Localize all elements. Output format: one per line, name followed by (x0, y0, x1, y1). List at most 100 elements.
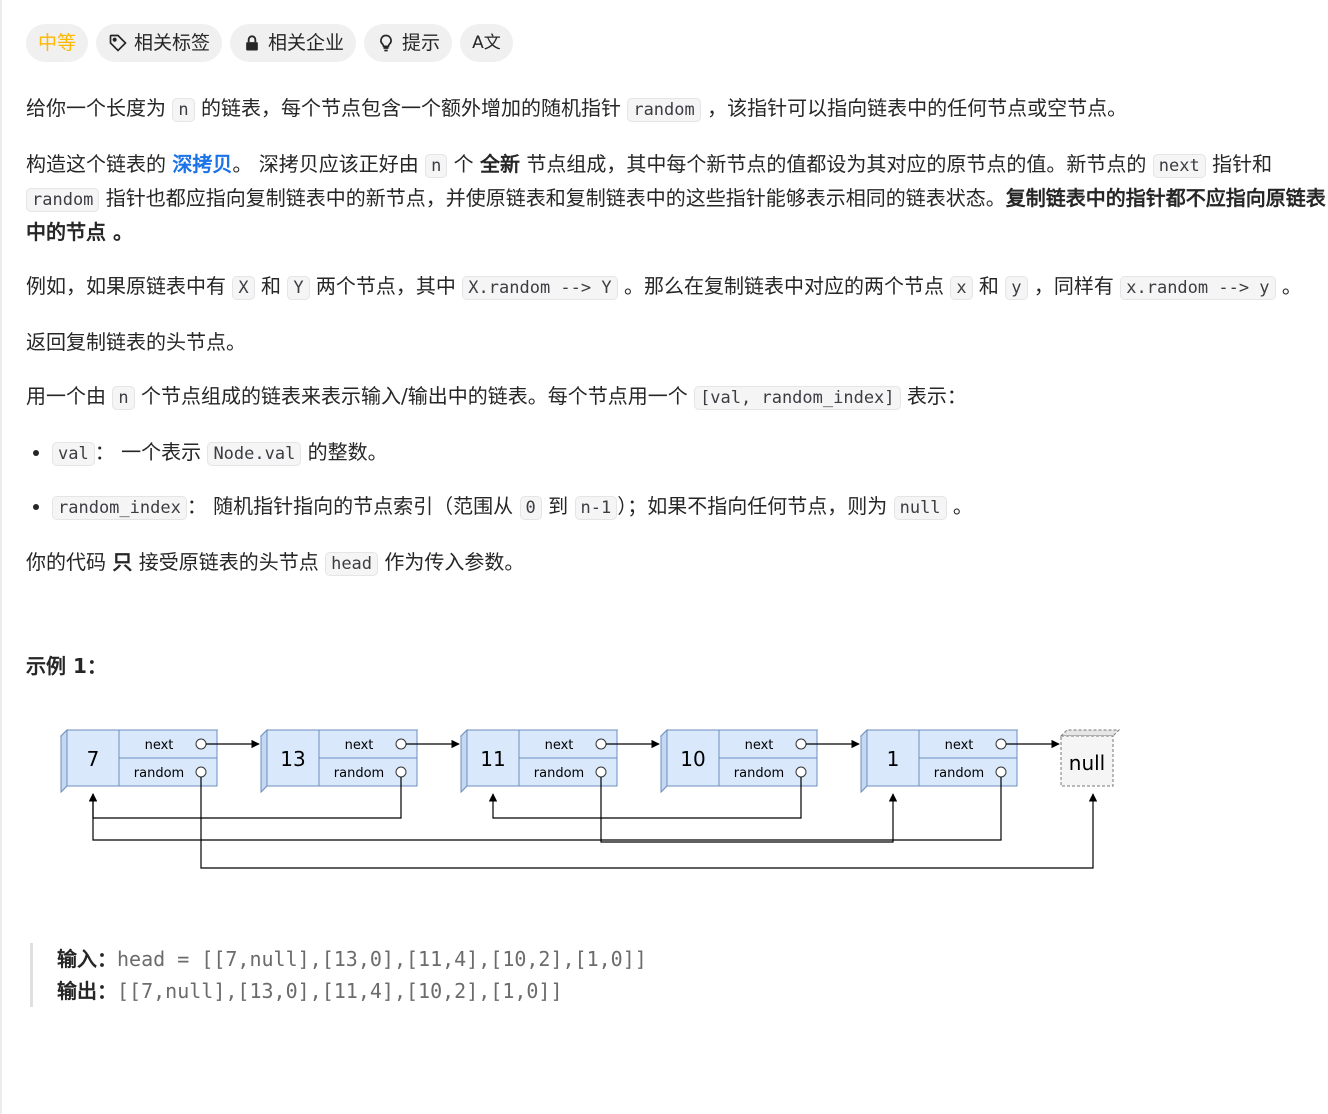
inline-code: n (425, 154, 448, 178)
text: 。 (946, 494, 973, 518)
inline-code: X (232, 276, 255, 300)
node-side-face (260, 728, 268, 794)
text: 用一个由 (26, 384, 113, 408)
tag-bar: 中等 相关标签 相关企业 提示 A文 (26, 24, 1326, 62)
random-arrow (488, 777, 802, 819)
hint-button[interactable]: 提示 (364, 24, 453, 62)
text: ，该指针可以指向链表中的任何节点或空节点。 (700, 96, 1128, 120)
inline-code: n (112, 386, 135, 410)
node-side-face (460, 728, 468, 794)
input-label: 输入： (57, 947, 117, 971)
node-random-label: random (334, 766, 384, 781)
text: 表示： (900, 384, 967, 408)
emphasis: 复制链表中的指针都不应指向原链表中的节点 (26, 186, 1326, 244)
lock-icon (246, 35, 258, 51)
node-value-cell (866, 729, 920, 787)
text: ）；如果不指向任何节点，则为 (617, 494, 894, 518)
paragraph-representation: 用一个由 n 个节点组成的链表来表示输入/输出中的链表。每个节点用一个 [val… (26, 380, 1326, 414)
text: ： 随机指针指向的节点索引（范围从 (186, 494, 520, 518)
node-value: 7 (87, 747, 100, 771)
text: 你的代码 (26, 550, 113, 574)
text: 的链表，每个节点包含一个额外增加的随机指针 (194, 96, 628, 120)
random-pointer-dot (395, 766, 407, 778)
tag-icon (109, 34, 127, 52)
output-label: 输出： (57, 979, 117, 1003)
related-companies-label: 相关企业 (268, 32, 345, 54)
text: ，同样有 (1027, 274, 1121, 298)
text: 。 (1275, 274, 1302, 298)
next-pointer-dot (595, 738, 607, 750)
text: 给你一个长度为 (26, 96, 173, 120)
input-value: head = [[7,null],[13,0],[11,4],[10,2],[1… (117, 947, 647, 971)
deep-copy-link[interactable]: 深拷贝 (172, 152, 233, 176)
random-pointer-dot (195, 766, 207, 778)
input-line: 输入：head = [[7,null],[13,0],[11,4],[10,2]… (57, 943, 1326, 975)
text: 。 深拷贝应该正好由 (232, 152, 426, 176)
inline-code: X.random --> Y (462, 276, 618, 300)
inline-code: next (1152, 154, 1206, 178)
paragraph-intro: 给你一个长度为 n 的链表，每个节点包含一个额外增加的随机指针 random ，… (26, 92, 1326, 126)
inline-code: Node.val (207, 442, 302, 466)
inline-code: null (893, 496, 947, 520)
node-next-label: next (545, 738, 574, 753)
related-companies-button[interactable]: 相关企业 (230, 24, 357, 62)
node-value: 1 (887, 747, 900, 771)
text: 和 (254, 274, 288, 298)
difficulty-badge: 中等 (26, 24, 89, 62)
inline-code: y (1005, 276, 1028, 300)
null-node (1060, 735, 1114, 787)
inline-code: 0 (519, 496, 542, 520)
translate-icon: A文 (472, 33, 501, 53)
node-value-cell (666, 729, 720, 787)
output-value: [[7,null],[13,0],[11,4],[10,2],[1,0]] (117, 979, 563, 1003)
text: 两个节点，其中 (309, 274, 463, 298)
related-tags-label: 相关标签 (134, 32, 211, 54)
text: 的整数。 (301, 440, 388, 464)
random-arrow (200, 777, 1098, 869)
node-next-label: next (345, 738, 374, 753)
inline-code: val (52, 442, 95, 466)
node-value-cell (466, 729, 520, 787)
related-tags-button[interactable]: 相关标签 (96, 24, 223, 62)
inline-code: [val, random_index] (694, 386, 901, 410)
translate-button[interactable]: A文 (460, 24, 513, 62)
paragraph-example-pointers: 例如，如果原链表中有 X 和 Y 两个节点，其中 X.random --> Y … (26, 270, 1326, 304)
random-arrow (600, 777, 898, 843)
example-title: 示例 1： (26, 654, 107, 678)
node-random-label: random (534, 766, 584, 781)
paragraph-return: 返回复制链表的头节点。 (26, 330, 246, 354)
node-value-cell (66, 729, 120, 787)
text: 作为传入参数。 (378, 550, 525, 574)
node-random-label: random (734, 766, 784, 781)
inline-code: random (627, 98, 701, 122)
inline-code: x (950, 276, 973, 300)
next-pointer-dot (395, 738, 407, 750)
paragraph-deep-copy: 构造这个链表的 深拷贝。 深拷贝应该正好由 n 个 全新 节点组成，其中每个新节… (26, 148, 1326, 248)
text: 接受原链表的头节点 (132, 550, 326, 574)
random-pointer-dot (995, 766, 1007, 778)
inline-code: head (325, 552, 379, 576)
inline-code: Y (287, 276, 310, 300)
node-side-face (860, 728, 868, 794)
text: 个节点组成的链表来表示输入/输出中的链表。每个节点用一个 (134, 384, 695, 408)
node-next-label: next (945, 738, 974, 753)
text: 节点组成，其中每个新节点的值都设为其对应的原节点的值。新节点的 (520, 152, 1153, 176)
text: 。那么在复制链表中对应的两个节点 (617, 274, 951, 298)
inline-code: n (172, 98, 195, 122)
random-pointer-dot (795, 766, 807, 778)
emphasis: 全新 (480, 152, 521, 176)
inline-code: n-1 (574, 496, 618, 520)
text: ： 一个表示 (94, 440, 208, 464)
inline-code: random_index (52, 496, 187, 520)
text: 和 (972, 274, 1006, 298)
problem-description: 中等 相关标签 相关企业 提示 A文 给你一个长度为 n 的链表，每个节点包含一… (2, 0, 1326, 1007)
node-value: 11 (480, 747, 505, 771)
node-side-face (660, 728, 668, 794)
node-side-face (60, 728, 68, 794)
text: 个 (447, 152, 481, 176)
lightbulb-icon (380, 34, 392, 52)
node-random-label: random (134, 766, 184, 781)
list-item: random_index： 随机指针指向的节点索引（范围从 0 到 n-1）；如… (52, 490, 1326, 524)
emphasis: 只 (112, 550, 133, 574)
output-line: 输出：[[7,null],[13,0],[11,4],[10,2],[1,0]] (57, 975, 1326, 1007)
